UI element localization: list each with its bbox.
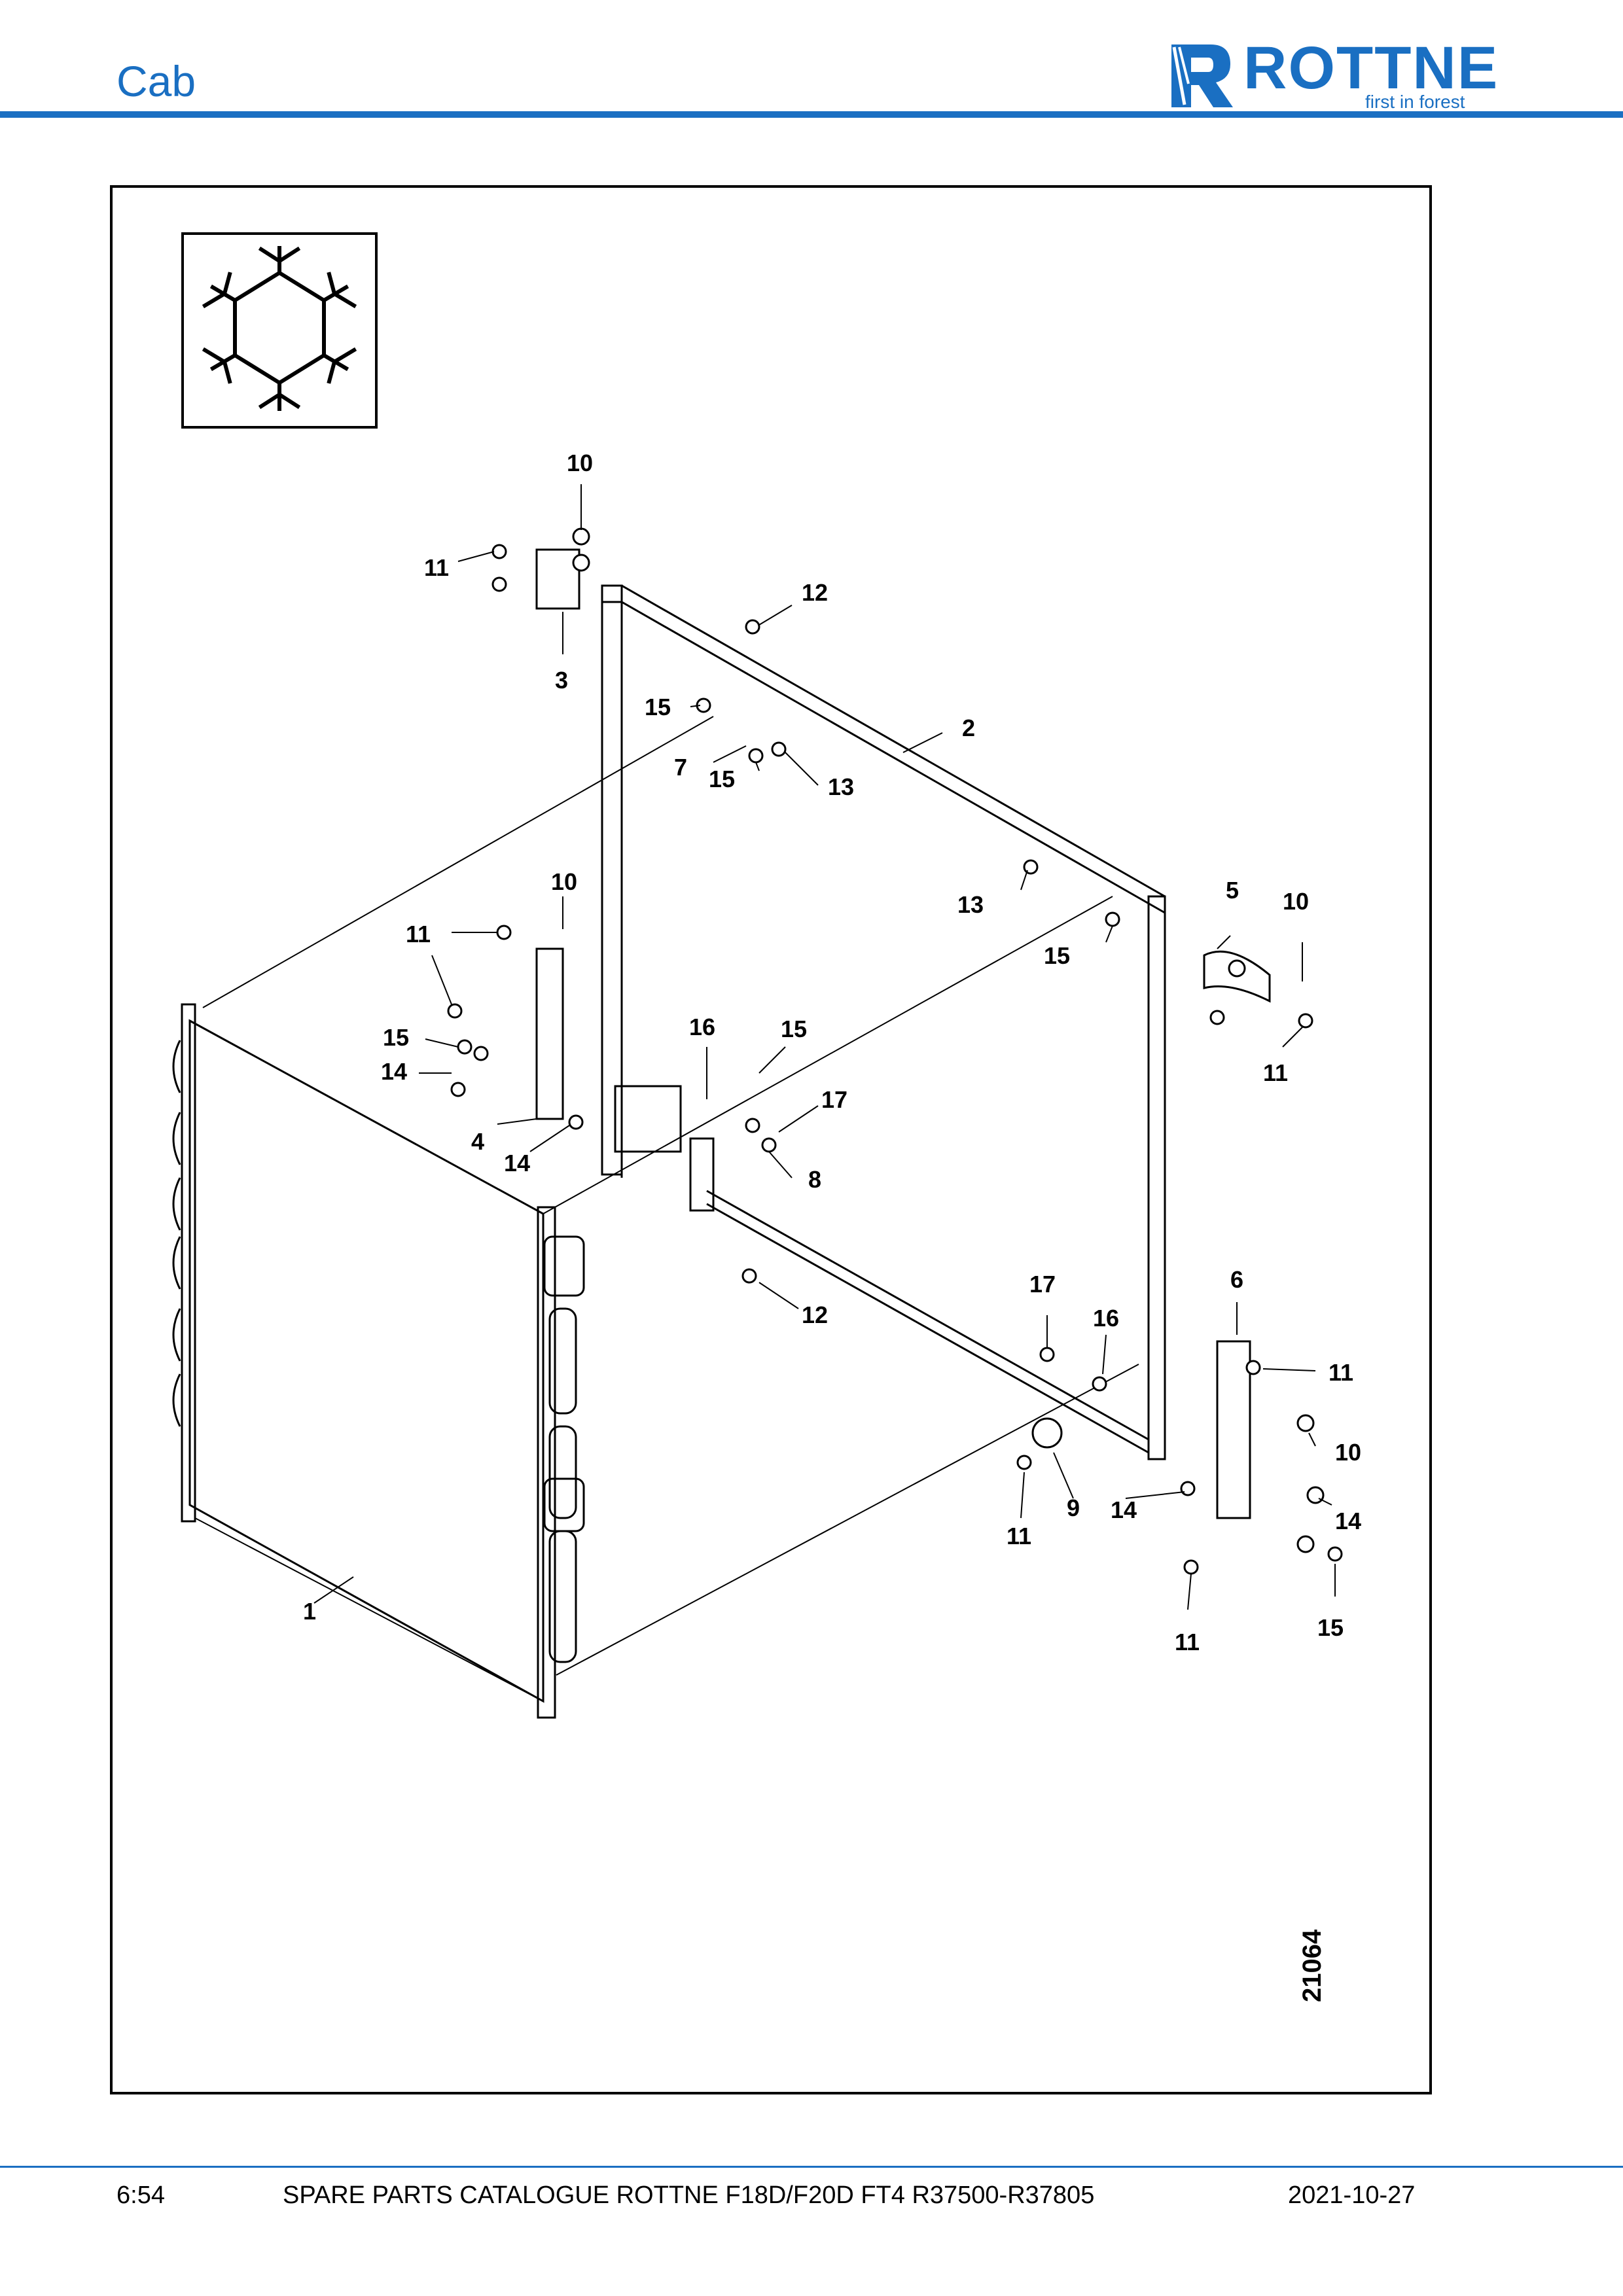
- symbol-box: [181, 232, 378, 429]
- callout-15a: 15: [645, 694, 671, 720]
- callout-2: 2: [962, 715, 975, 741]
- logo-tagline: first in forest: [1365, 92, 1465, 112]
- callout-11d: 11: [1329, 1359, 1353, 1386]
- footer-catalogue-title: SPARE PARTS CATALOGUE ROTTNE F18D/F20D F…: [283, 2181, 1095, 2209]
- drawing-frame: [110, 185, 1432, 2094]
- callout-8: 8: [808, 1166, 821, 1193]
- callout-3: 3: [555, 667, 568, 694]
- figure-number: 21064: [1298, 1929, 1327, 2002]
- condenser-part: [172, 1003, 585, 1719]
- footer-date: 2021-10-27: [1288, 2181, 1416, 2209]
- callout-14d: 14: [1335, 1508, 1361, 1534]
- rottne-logo-mark-icon: [1171, 44, 1233, 107]
- callout-14c: 14: [1111, 1496, 1137, 1523]
- frame-part: [601, 584, 1166, 1460]
- callout-17b: 17: [1029, 1271, 1056, 1298]
- callout-11f: 11: [1175, 1629, 1200, 1655]
- callout-1: 1: [303, 1598, 316, 1625]
- callout-10d: 10: [1335, 1439, 1361, 1466]
- callout-15e: 15: [781, 1016, 807, 1042]
- callout-12b: 12: [802, 1301, 828, 1328]
- callout-16b: 16: [1093, 1305, 1119, 1332]
- snowflake-icon: [202, 246, 357, 411]
- callout-15f: 15: [1317, 1614, 1344, 1641]
- callout-10a: 10: [567, 450, 593, 476]
- callout-11b: 11: [406, 921, 431, 947]
- callout-10b: 10: [551, 868, 577, 895]
- logo-wordmark: ROTTNE: [1243, 35, 1499, 101]
- callout-15c: 15: [1044, 942, 1070, 969]
- callout-15d: 15: [383, 1024, 409, 1051]
- callout-5: 5: [1226, 877, 1239, 904]
- rottne-logo: ROTTNE first in forest: [1165, 31, 1531, 112]
- header-divider: [0, 111, 1623, 118]
- callout-16a: 16: [689, 1014, 715, 1040]
- callout-4: 4: [471, 1128, 484, 1155]
- callout-11e: 11: [1007, 1523, 1031, 1549]
- callout-7: 7: [674, 754, 687, 781]
- callout-13a: 13: [828, 773, 854, 800]
- callout-14b: 14: [504, 1150, 530, 1176]
- callout-12a: 12: [802, 579, 828, 606]
- callout-14a: 14: [381, 1058, 407, 1085]
- callout-17a: 17: [821, 1086, 847, 1113]
- section-title: Cab: [116, 57, 196, 105]
- callout-11a: 11: [424, 554, 449, 581]
- footer-divider: [0, 2166, 1623, 2168]
- callout-15b: 15: [709, 766, 735, 792]
- callout-10c: 10: [1283, 888, 1309, 915]
- callout-9: 9: [1067, 1494, 1080, 1521]
- footer-page-number: 6:54: [116, 2181, 165, 2209]
- callout-6: 6: [1230, 1266, 1243, 1293]
- callout-11c: 11: [1263, 1059, 1288, 1086]
- callout-13b: 13: [957, 891, 984, 918]
